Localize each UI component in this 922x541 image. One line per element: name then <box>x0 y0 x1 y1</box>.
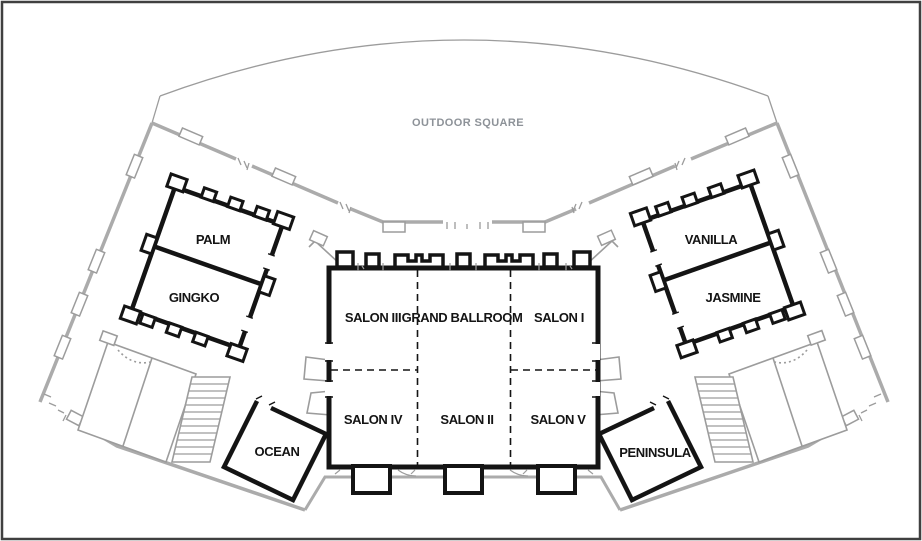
room-label-gingko: GINGKO <box>169 290 220 305</box>
room-label-vanilla: VANILLA <box>685 232 739 247</box>
service-rooms-left <box>76 329 198 464</box>
room-label-salon-v: SALON V <box>531 412 587 427</box>
left-outer-wall <box>38 122 154 422</box>
room-label-jasmine: JASMINE <box>706 290 762 305</box>
stairs-left <box>170 376 232 463</box>
room-label-palm: PALM <box>196 232 230 247</box>
service-rooms-right <box>727 329 849 464</box>
room-vanilla-jasmine <box>628 168 807 360</box>
salon-dividers <box>331 270 596 466</box>
right-outer-wall <box>775 122 890 422</box>
room-label-salon-i: SALON I <box>534 310 584 325</box>
room-label-salon-iii: SALON III <box>345 310 401 325</box>
room-label-ocean: OCEAN <box>255 444 300 459</box>
room-ocean <box>220 395 330 503</box>
stairs-right <box>693 376 755 463</box>
room-label-peninsula: PENINSULA <box>619 445 692 460</box>
room-palm-gingko <box>118 172 296 364</box>
outdoor-square-arc <box>151 39 778 124</box>
room-label-grand-ballroom: GRAND BALLROOM <box>402 310 523 325</box>
room-peninsula <box>595 395 705 503</box>
outdoor-square-wall <box>151 121 778 233</box>
room-label-salon-ii: SALON II <box>440 412 493 427</box>
grand-ballroom-block <box>303 229 622 495</box>
outdoor-square-label: OUTDOOR SQUARE <box>412 117 524 129</box>
room-label-salon-iv: SALON IV <box>344 412 403 427</box>
